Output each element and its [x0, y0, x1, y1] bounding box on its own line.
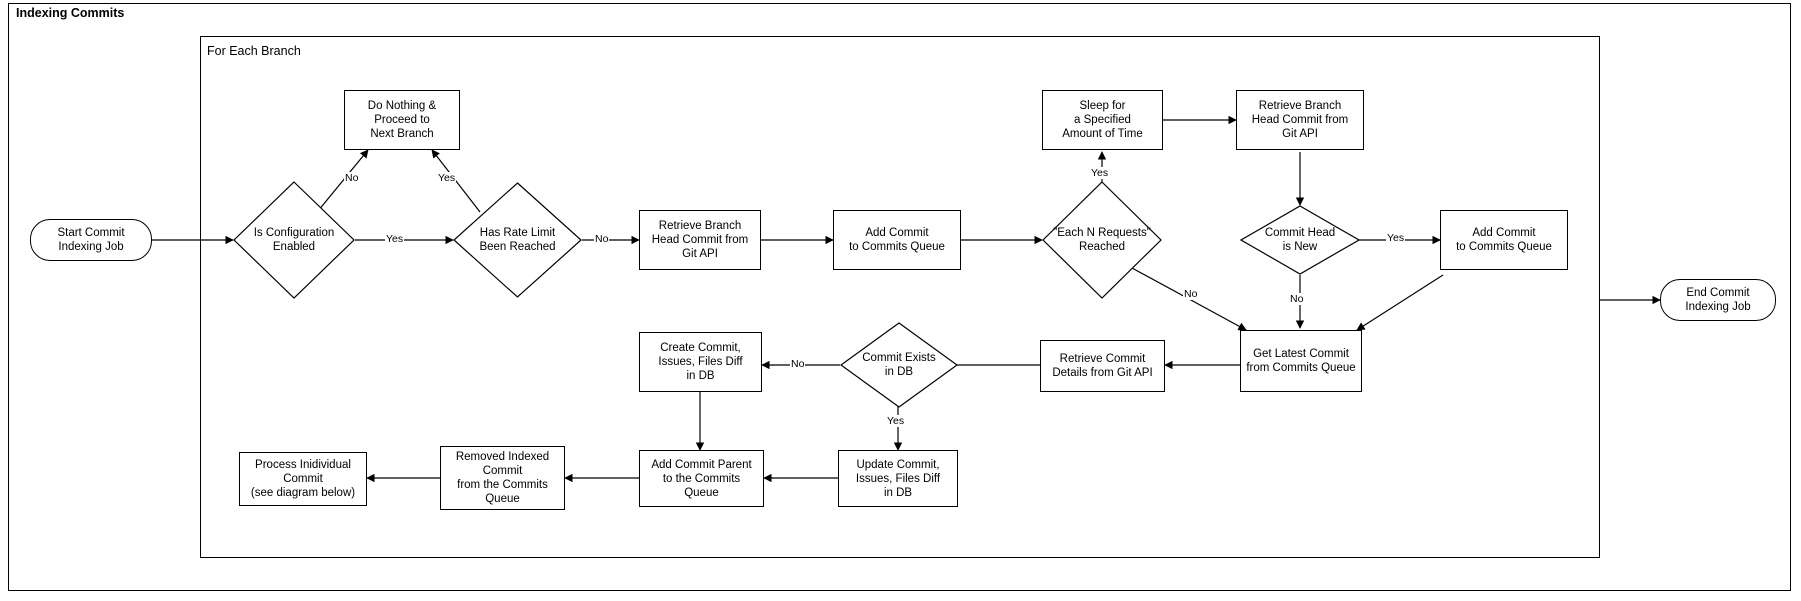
edge-label-ratelimit-yes: Yes [437, 172, 457, 184]
node-label: Commit Head is New [1264, 227, 1336, 253]
node-label: Add Commit Parent to the Commits Queue [651, 458, 752, 499]
for-each-branch-group [200, 36, 1600, 558]
diamond-shape [453, 182, 582, 298]
node-add-commit-parent-to-queue[interactable]: Add Commit Parent to the Commits Queue [639, 450, 764, 507]
node-removed-indexed-commit[interactable]: Removed Indexed Commit from the Commits … [440, 446, 565, 510]
node-label: Retrieve Branch Head Commit from Git API [651, 220, 749, 260]
node-label: Update Commit, Issues, Files Diff in DB [855, 458, 941, 499]
edge-label-ratelimit-no: No [594, 233, 610, 245]
node-label: Process Inidividual Commit (see diagram … [250, 459, 356, 499]
node-commit-exists-in-db[interactable]: Commit Exists in DB [840, 322, 958, 408]
diamond-shape [1042, 181, 1162, 299]
node-retrieve-commit-details[interactable]: Retrieve Commit Details from Git API [1040, 340, 1165, 392]
edge-label-eachn-yes: Yes [1090, 167, 1110, 179]
node-label: Has Rate Limit Been Reached [479, 227, 556, 253]
node-label: End Commit Indexing Job [1685, 287, 1751, 313]
node-label: Removed Indexed Commit from the Commits … [455, 451, 550, 505]
node-label: Create Commit, Issues, Files Diff in DB [658, 342, 743, 382]
node-label: Add Commit to Commits Queue [849, 227, 945, 253]
node-process-individual-commit[interactable]: Process Inidividual Commit (see diagram … [239, 452, 367, 506]
node-add-commit-to-commits-queue-1[interactable]: Add Commit to Commits Queue [833, 210, 961, 270]
node-label: Get Latest Commit from Commits Queue [1246, 348, 1356, 374]
edge-label-head-yes: Yes [1386, 232, 1406, 244]
node-create-commit-issues-files-diff[interactable]: Create Commit, Issues, Files Diff in DB [639, 332, 762, 392]
node-each-n-requests-reached[interactable]: "Each N Requests" Reached [1042, 181, 1162, 299]
node-label: Retrieve Commit Details from Git API [1052, 353, 1153, 379]
group-title: For Each Branch [207, 44, 301, 58]
node-add-commit-to-commits-queue-2[interactable]: Add Commit to Commits Queue [1440, 210, 1568, 270]
node-label: "Each N Requests" Reached [1053, 227, 1151, 253]
node-label: Commit Exists in DB [862, 352, 936, 378]
diamond-shape [840, 322, 958, 408]
node-has-rate-limit-been-reached[interactable]: Has Rate Limit Been Reached [453, 182, 582, 298]
edge-label-config-no: No [344, 172, 360, 184]
node-get-latest-commit-from-queue[interactable]: Get Latest Commit from Commits Queue [1240, 330, 1362, 392]
edge-label-eachn-no: No [1183, 288, 1199, 300]
node-update-commit-issues-files-diff[interactable]: Update Commit, Issues, Files Diff in DB [838, 450, 958, 507]
node-end-commit-indexing-job[interactable]: End Commit Indexing Job [1660, 279, 1776, 321]
node-label: Do Nothing & Proceed to Next Branch [367, 100, 437, 140]
node-label: Start Commit Indexing Job [57, 227, 125, 253]
node-label: Add Commit to Commits Queue [1456, 227, 1552, 253]
diamond-shape [1240, 205, 1360, 275]
node-start-commit-indexing-job[interactable]: Start Commit Indexing Job [30, 219, 152, 261]
node-is-configuration-enabled[interactable]: Is Configuration Enabled [233, 181, 355, 299]
outer-frame [8, 3, 1791, 591]
edge-label-exists-no: No [790, 358, 806, 370]
edge-label-head-no: No [1289, 293, 1305, 305]
node-commit-head-is-new[interactable]: Commit Head is New [1240, 205, 1360, 275]
node-label: Is Configuration Enabled [253, 227, 335, 253]
edge-label-exists-yes: Yes [886, 415, 906, 427]
node-sleep-specified-amount-of-time[interactable]: Sleep for a Specified Amount of Time [1042, 90, 1163, 150]
node-retrieve-branch-head-commit-2[interactable]: Retrieve Branch Head Commit from Git API [1236, 90, 1364, 150]
node-label: Retrieve Branch Head Commit from Git API [1251, 100, 1349, 140]
page-title: Indexing Commits [16, 6, 125, 20]
edge-label-config-yes: Yes [385, 233, 405, 245]
node-retrieve-branch-head-commit-1[interactable]: Retrieve Branch Head Commit from Git API [639, 210, 761, 270]
node-label: Sleep for a Specified Amount of Time [1062, 100, 1143, 140]
node-do-nothing-proceed-next-branch[interactable]: Do Nothing & Proceed to Next Branch [344, 90, 460, 150]
